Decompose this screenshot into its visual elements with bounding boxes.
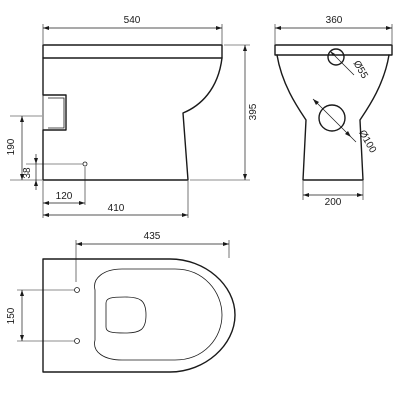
dim-side-height: 395 [190, 44, 259, 181]
front-small-hole [327, 48, 345, 66]
dim-front-width-label: 360 [326, 15, 343, 26]
dim-plan-length-label: 435 [144, 231, 161, 242]
dim-front-base-width-label: 200 [325, 197, 342, 208]
side-seat-lid [42, 44, 223, 59]
side-inlet-spigot [48, 97, 65, 129]
plan-bowl-opening [105, 296, 147, 334]
front-large-hole [318, 104, 346, 132]
dim-front-width: 360 [274, 15, 393, 44]
dim-plan-fixing-centres: 150 [6, 289, 74, 342]
dim-side-outlet-offset: 120 [42, 167, 86, 218]
dim-side-outlet-height: 38 [22, 154, 83, 190]
dim-side-outlet-offset-label: 120 [56, 191, 73, 202]
dim-plan-length: 435 [75, 231, 230, 282]
dim-side-height-label: 395 [248, 103, 259, 120]
dim-side-inlet-height-label: 190 [6, 138, 17, 155]
side-elevation-view: 540 395 190 38 [6, 15, 259, 218]
dim-front-large-hole-label: Ø100 [356, 128, 378, 155]
dim-side-outlet-height-label: 38 [22, 167, 33, 179]
side-outlet-point [82, 161, 88, 167]
dim-side-inlet-height: 190 [6, 115, 42, 181]
dim-side-base-depth-label: 410 [108, 203, 125, 214]
front-elevation-view: 360 Ø55 Ø100 200 [274, 15, 393, 208]
front-body-outline [276, 54, 390, 181]
plan-pan-rim [94, 268, 223, 361]
dim-front-small-hole-label: Ø55 [351, 59, 370, 81]
dim-side-width-label: 540 [124, 15, 141, 26]
plan-outer-outline [42, 258, 236, 373]
plan-fixing-hole-top [74, 287, 80, 293]
dim-plan-fixing-centres-label: 150 [6, 307, 17, 324]
dim-front-base-width: 200 [302, 181, 364, 208]
side-body-outline [42, 57, 223, 181]
plan-fixing-hole-bottom [74, 338, 80, 344]
dim-side-width: 540 [42, 15, 223, 44]
dim-side-base-depth: 410 [43, 181, 189, 218]
front-seat-lid [274, 44, 393, 56]
plan-view: 435 150 [6, 231, 236, 373]
